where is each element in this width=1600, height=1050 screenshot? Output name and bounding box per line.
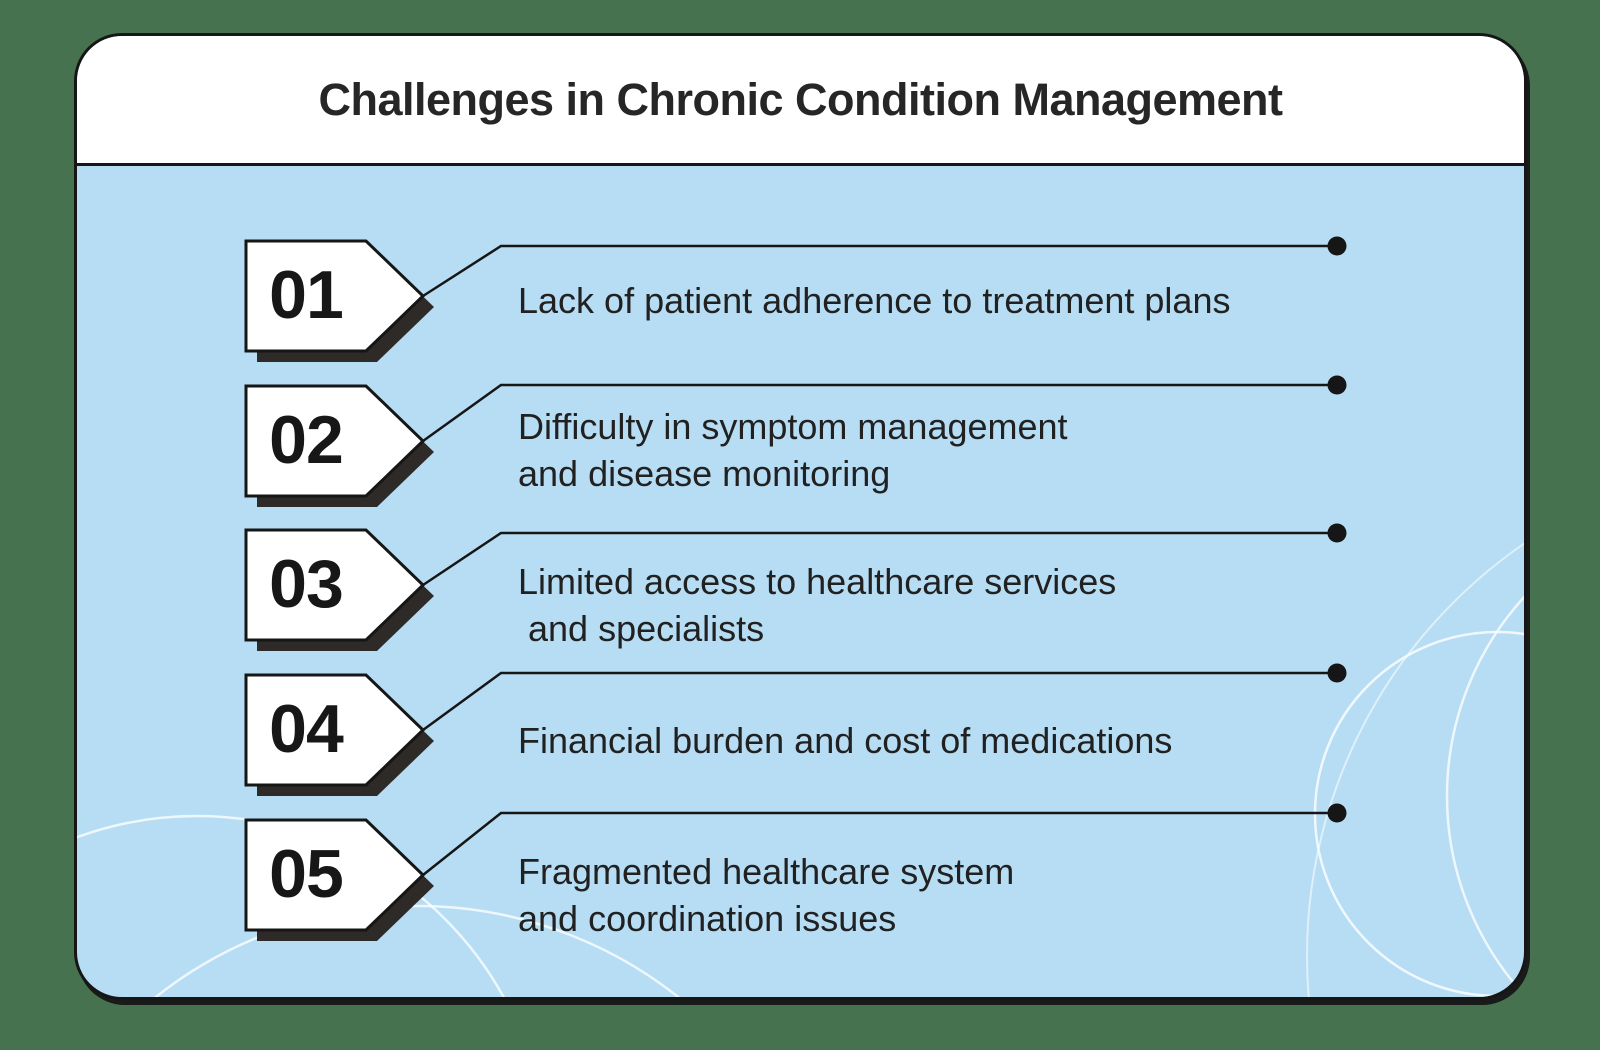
connector-end-dot: [1327, 523, 1347, 543]
challenge-text-05: Fragmented healthcare system and coordina…: [518, 848, 1014, 942]
challenge-text-04: Financial burden and cost of medications: [518, 717, 1172, 764]
decor-circle-right-small: [1313, 630, 1524, 997]
challenge-text-line: Financial burden and cost of medications: [518, 720, 1173, 761]
challenge-text-line: Lack of patient adherence to treatment p…: [518, 280, 1231, 321]
challenge-text-line: Difficulty in symptom management: [518, 406, 1068, 447]
badge-number-04: 04: [269, 691, 344, 767]
challenge-text-line: and disease monitoring: [518, 453, 891, 494]
connector-end-dot: [1327, 236, 1347, 256]
connector-end-dot: [1327, 663, 1347, 683]
card-header: Challenges in Chronic Condition Manageme…: [77, 36, 1524, 166]
page-title: Challenges in Chronic Condition Manageme…: [318, 73, 1283, 125]
challenge-text-line: Limited access to healthcare services: [518, 561, 1117, 602]
infographic-card: Challenges in Chronic Condition Manageme…: [74, 33, 1527, 1000]
connector-end-dot: [1327, 803, 1347, 823]
challenge-text-01: Lack of patient adherence to treatment p…: [518, 277, 1230, 324]
decor-circle-right-xlarge: [1306, 542, 1524, 997]
challenge-text-02: Difficulty in symptom management and dise…: [518, 403, 1068, 497]
badge-number-02: 02: [269, 402, 344, 478]
connector-end-dot: [1327, 375, 1347, 395]
challenge-text-line: Fragmented healthcare system: [518, 851, 1015, 892]
badge-number-01: 01: [269, 257, 344, 333]
challenge-text-03: Limited access to healthcare services an…: [518, 558, 1116, 652]
decor-circle-right-large: [1445, 595, 1524, 997]
challenge-text-line: and coordination issues: [518, 898, 897, 939]
challenge-text-line: and specialists: [518, 608, 765, 649]
badge-number-05: 05: [269, 836, 344, 912]
badge-number-03: 03: [269, 546, 344, 622]
